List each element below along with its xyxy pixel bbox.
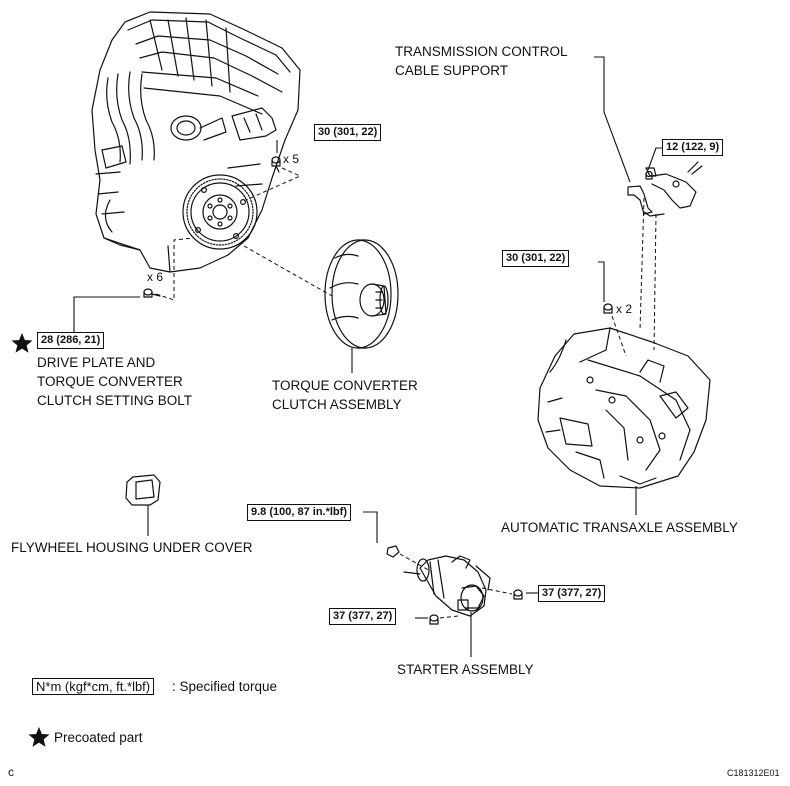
label-drive-plate-bolt-line1: DRIVE PLATE AND [37, 355, 156, 370]
label-starter-assembly: STARTER ASSEMBLY [397, 662, 534, 677]
legend-precoated-text: Precoated part [54, 730, 143, 745]
torque-starter-bolt-left: 37 (377, 27) [329, 608, 397, 625]
cable-support-drawing [627, 161, 703, 217]
label-torque-converter-line1: TORQUE CONVERTER [272, 378, 418, 393]
corner-letter: c [8, 765, 14, 779]
label-automatic-transaxle-assembly: AUTOMATIC TRANSAXLE ASSEMBLY [501, 520, 738, 535]
star-icon [28, 726, 50, 747]
torque-starter-nut: 9.8 (100, 87 in.*lbf) [247, 504, 351, 521]
torque-converter-drawing [324, 239, 399, 349]
qty-drive-plate-bolts: x 6 [147, 270, 164, 284]
figure-code: C181312E01 [727, 768, 780, 778]
leader-lines [73, 56, 662, 657]
label-drive-plate-bolt-line2: TORQUE CONVERTER [37, 374, 183, 389]
label-torque-converter-line2: CLUTCH ASSEMBLY [272, 397, 402, 412]
label-transmission-control-cable-support-line2: CABLE SUPPORT [395, 63, 509, 78]
torque-starter-bolt-right: 37 (377, 27) [538, 585, 606, 602]
label-flywheel-housing-under-cover: FLYWHEEL HOUSING UNDER COVER [11, 540, 253, 555]
engine-drawing [91, 11, 301, 273]
star-icon [11, 332, 33, 353]
torque-transaxle-bolts: 30 (301, 22) [502, 250, 570, 267]
torque-cable-support: 12 (122, 9) [662, 139, 724, 156]
qty-transaxle-bolts: x 2 [616, 302, 633, 316]
bolt-icons [143, 156, 653, 625]
transaxle-drawing [537, 327, 711, 489]
torque-drive-plate-bolt: 28 (286, 21) [37, 332, 105, 349]
legend-unit-box: N*m (kgf*cm, ft.*lbf) [32, 678, 155, 695]
assembly-dashed-lines [155, 167, 657, 619]
qty-engine-bolts: x 5 [283, 152, 300, 166]
drive-plate-drawing [182, 174, 258, 250]
legend-unit-text: : Specified torque [172, 679, 278, 694]
torque-engine-bolts: 30 (301, 22) [314, 124, 382, 141]
label-drive-plate-bolt-line3: CLUTCH SETTING BOLT [37, 393, 193, 408]
flywheel-cover-drawing [125, 474, 161, 506]
starter-drawing [403, 555, 491, 617]
label-transmission-control-cable-support-line1: TRANSMISSION CONTROL [395, 44, 568, 59]
